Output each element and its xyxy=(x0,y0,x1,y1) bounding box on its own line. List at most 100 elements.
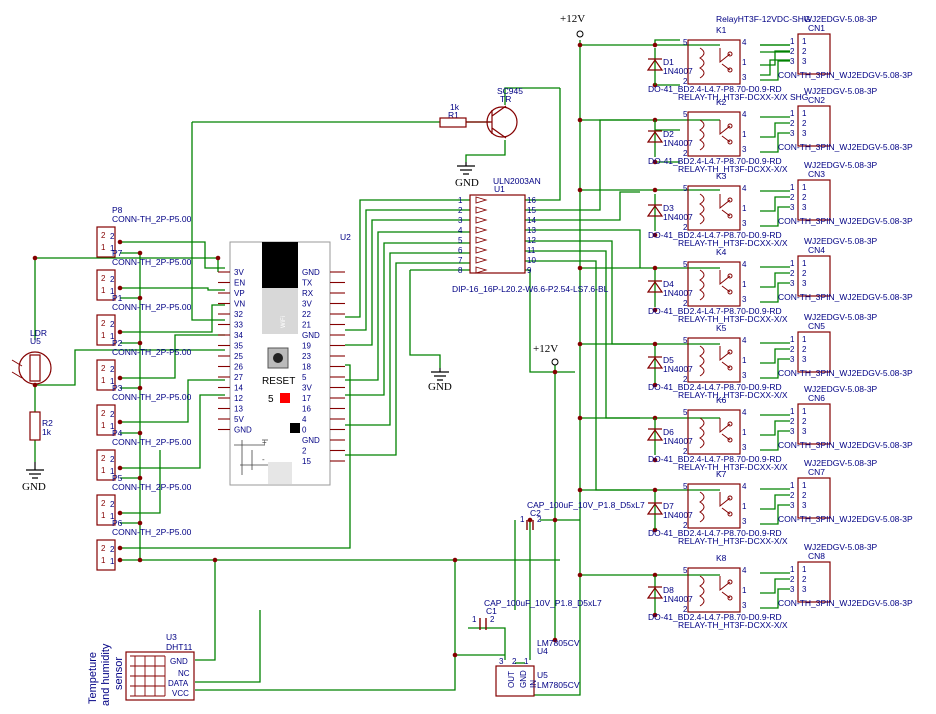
junction-dot xyxy=(652,187,658,193)
relay-bank: D11N400752413K1123123WJ2EDGV-5.08-3PCN1C… xyxy=(646,14,913,630)
junction-dot xyxy=(652,265,658,271)
svg-text:1: 1 xyxy=(790,183,795,192)
svg-text:2: 2 xyxy=(101,319,106,328)
svg-text:1: 1 xyxy=(101,511,106,520)
svg-text:1: 1 xyxy=(742,58,747,67)
relay-ref: K8 xyxy=(716,553,727,563)
svg-text:C2: C2 xyxy=(530,508,541,518)
junction-dot xyxy=(137,385,143,391)
esp32-left-pin: VP xyxy=(234,289,245,298)
svg-text:2: 2 xyxy=(101,454,106,463)
diode-footprint: DO-41_BD2.4-L4.7-P8.70-D0.9-RD xyxy=(648,156,782,166)
gnd-mid-symbol: GND xyxy=(428,368,452,393)
connector-label: CON-TH_3PIN_WJ2EDGV-5.08-3P xyxy=(778,514,913,524)
connector-label: CON-TH_3PIN_WJ2EDGV-5.08-3P xyxy=(778,440,913,450)
svg-text:2: 2 xyxy=(683,521,688,530)
svg-text:U3: U3 xyxy=(166,632,177,642)
svg-text:2: 2 xyxy=(110,545,115,554)
connector-ref: P4 xyxy=(112,428,123,438)
svg-text:1: 1 xyxy=(110,422,115,431)
svg-text:3: 3 xyxy=(742,371,747,380)
junction-dot xyxy=(137,250,143,256)
svg-text:1: 1 xyxy=(110,287,115,296)
svg-text:1k: 1k xyxy=(450,102,460,112)
junction-dot xyxy=(117,510,123,516)
esp32-left-pin: 13 xyxy=(234,405,243,414)
svg-text:3: 3 xyxy=(802,129,807,138)
esp32-right-pin: 2 xyxy=(302,447,307,456)
connector-ref: P5 xyxy=(112,473,123,483)
junction-dot xyxy=(652,382,658,388)
esp32-right-pin: 0 xyxy=(302,426,307,435)
svg-text:VCC: VCC xyxy=(172,689,189,698)
svg-text:4: 4 xyxy=(742,408,747,417)
diode-footprint: DO-41_BD2.4-L4.7-P8.70-D0.9-RD xyxy=(648,454,782,464)
junction-dot xyxy=(527,517,533,523)
svg-text:1: 1 xyxy=(802,407,807,416)
uln-left-pin: 4 xyxy=(458,226,463,235)
junction-dot xyxy=(652,487,658,493)
svg-text:3: 3 xyxy=(790,427,795,436)
svg-text:2: 2 xyxy=(110,232,115,241)
diode-value: 1N4007 xyxy=(663,288,693,298)
svg-text:5: 5 xyxy=(683,260,688,269)
svg-text:1: 1 xyxy=(472,615,477,624)
diode-value: 1N4007 xyxy=(663,66,693,76)
svg-text:2: 2 xyxy=(110,410,115,419)
diode-footprint: DO-41_BD2.4-L4.7-P8.70-D0.9-RD xyxy=(648,382,782,392)
svg-text:2: 2 xyxy=(101,274,106,283)
svg-text:1: 1 xyxy=(790,407,795,416)
relay-title: RelayHT3F-12VDC-SHG xyxy=(716,14,810,24)
svg-text:1: 1 xyxy=(790,37,795,46)
svg-text:4: 4 xyxy=(742,260,747,269)
svg-text:GND: GND xyxy=(455,177,479,189)
connector-ref: CN1 xyxy=(808,23,825,33)
junction-dot xyxy=(552,637,558,643)
junction-dot xyxy=(652,159,658,165)
uln-right-pin: 15 xyxy=(527,206,536,215)
svg-text:2: 2 xyxy=(683,149,688,158)
junction-dot xyxy=(652,307,658,313)
junction-dot xyxy=(212,557,218,563)
junctions xyxy=(32,42,658,658)
svg-text:+: + xyxy=(262,438,267,447)
svg-text:2: 2 xyxy=(101,499,106,508)
svg-text:GND: GND xyxy=(519,670,528,688)
uln-right-pin: 10 xyxy=(527,256,536,265)
connector-ref: CN8 xyxy=(808,551,825,561)
svg-text:2: 2 xyxy=(101,231,106,240)
relay-k3: D31N400752413K3123123WJ2EDGV-5.08-3PCN3C… xyxy=(646,160,913,248)
svg-text:5: 5 xyxy=(683,566,688,575)
relay-ref: K5 xyxy=(716,323,727,333)
svg-text:3: 3 xyxy=(802,279,807,288)
esp32-right-pin: 4 xyxy=(302,415,307,424)
svg-text:2: 2 xyxy=(802,193,807,202)
diode-ref: D2 xyxy=(663,129,674,139)
esp32-right-pin: RX xyxy=(302,289,314,298)
svg-text:DIP-16_16P-L20.2-W6.6-P2.54-LS: DIP-16_16P-L20.2-W6.6-P2.54-LS7.6-BL xyxy=(452,284,609,294)
esp32-right-pin: 17 xyxy=(302,394,311,403)
connector-label: CON-TH_3PIN_WJ2EDGV-5.08-3P xyxy=(778,368,913,378)
svg-text:U2: U2 xyxy=(340,232,351,242)
svg-text:1: 1 xyxy=(802,37,807,46)
svg-text:1: 1 xyxy=(101,466,106,475)
connector-label: CON-TH_3PIN_WJ2EDGV-5.08-3P xyxy=(778,70,913,80)
svg-text:1: 1 xyxy=(742,280,747,289)
black-led-icon xyxy=(290,423,300,433)
relay-footprint: RELAY-TH_HT3F-DCXX-X/X xyxy=(678,536,788,546)
svg-text:2: 2 xyxy=(802,47,807,56)
junction-dot xyxy=(117,329,123,335)
esp32-left-pin: 5V xyxy=(234,415,244,424)
svg-text:3: 3 xyxy=(802,427,807,436)
svg-text:1: 1 xyxy=(110,557,115,566)
relay-k8: D81N400752413K8123123WJ2EDGV-5.08-3PCN8C… xyxy=(646,542,913,630)
svg-text:CAP_100uF_10V_P1.8_D5xL7: CAP_100uF_10V_P1.8_D5xL7 xyxy=(484,598,602,608)
svg-text:-: - xyxy=(262,455,265,464)
svg-text:3: 3 xyxy=(790,203,795,212)
diode-ref: D4 xyxy=(663,279,674,289)
junction-dot xyxy=(137,295,143,301)
svg-text:2: 2 xyxy=(790,193,795,202)
svg-text:2: 2 xyxy=(790,47,795,56)
svg-text:1: 1 xyxy=(802,335,807,344)
